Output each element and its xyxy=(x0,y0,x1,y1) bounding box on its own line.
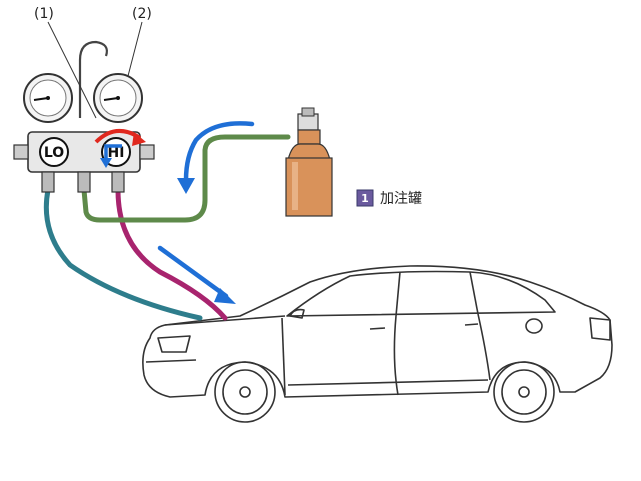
car-front-wheel xyxy=(214,361,276,423)
callout-2-label: (2) xyxy=(132,6,152,22)
manifold-gauge-set: LO HI xyxy=(13,40,155,193)
lo-knob xyxy=(39,137,69,167)
callout-1-leader xyxy=(47,21,97,119)
low-port xyxy=(41,171,55,193)
hanger-hook xyxy=(78,40,108,118)
callout-2-leader xyxy=(127,21,143,77)
blue-arrow-icon-car xyxy=(157,245,229,299)
low-pressure-hose xyxy=(43,187,203,321)
blue-arrow-icon-top xyxy=(183,121,255,183)
canister-label: 加注罐 xyxy=(380,191,422,207)
car-handle-front xyxy=(369,327,386,330)
high-valve-knob xyxy=(139,144,155,160)
canister-neck xyxy=(297,129,321,145)
car-door-line-front xyxy=(281,317,286,396)
blue-arrow-head-car xyxy=(214,288,236,304)
canister-shoulder xyxy=(287,143,331,161)
step-badge xyxy=(356,189,374,207)
car-body-outline xyxy=(142,265,613,398)
high-side-gauge xyxy=(93,73,143,123)
car-headlight xyxy=(157,335,191,353)
hi-label: HI xyxy=(108,145,125,161)
car-door-line-mid xyxy=(393,315,399,396)
blue-arrow-head-top xyxy=(177,178,195,194)
car-rear-wheel xyxy=(493,361,555,423)
refrigerant-canister xyxy=(285,107,333,217)
car-a-pillar xyxy=(469,271,479,315)
step-badge-number: 1 xyxy=(361,192,369,205)
car-b-pillar xyxy=(395,271,401,317)
charging-hose xyxy=(81,134,291,223)
canister-tap-handle xyxy=(301,107,315,117)
car-windows xyxy=(286,270,556,317)
callout-1-label: (1) xyxy=(34,6,54,22)
blue-arrow-head-manifold xyxy=(100,158,112,168)
car-front-bumper xyxy=(145,359,197,363)
low-valve-knob xyxy=(13,144,29,160)
center-port xyxy=(77,171,91,193)
car-mirror xyxy=(289,308,305,319)
car-door-line-rear xyxy=(477,313,491,381)
car-sill xyxy=(287,379,489,386)
car-fuel-door xyxy=(525,318,543,334)
lo-label: LO xyxy=(44,145,64,161)
red-arrow-head xyxy=(132,132,146,146)
canister-highlight xyxy=(292,162,298,210)
blue-arrow-icon-manifold xyxy=(104,144,122,160)
car-handle-rear xyxy=(464,323,479,326)
car-taillight xyxy=(589,317,611,341)
low-side-gauge xyxy=(23,73,73,123)
car xyxy=(142,265,613,423)
high-port xyxy=(111,171,125,193)
